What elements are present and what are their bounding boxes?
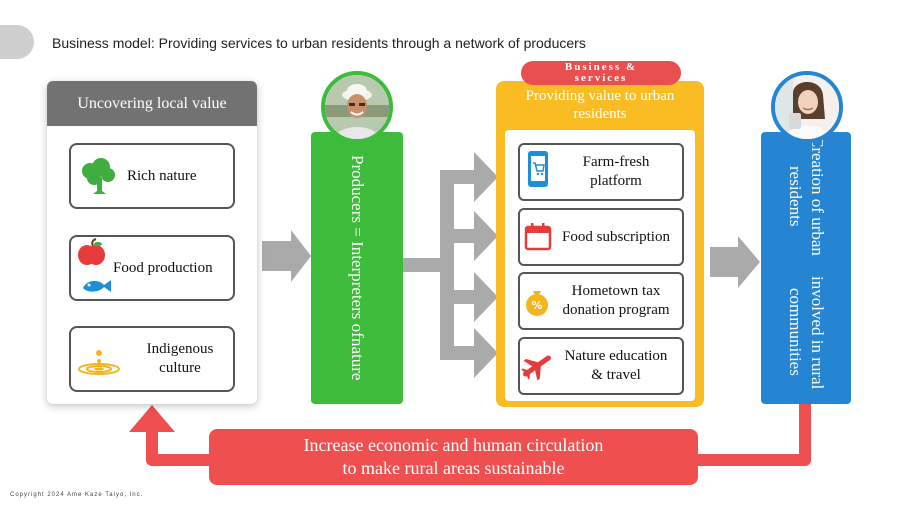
airplane-icon	[521, 355, 551, 381]
hometown-tax-line1: Hometown tax	[571, 283, 661, 299]
producer-photo	[325, 75, 389, 139]
svg-text:%: %	[531, 299, 542, 312]
nature-education-box: Nature education & travel	[518, 337, 684, 395]
farm-fresh-line1: Farm-fresh	[582, 154, 650, 170]
rich-nature-label: Rich nature	[127, 167, 197, 184]
nature-education-line1: Nature education	[564, 348, 668, 364]
badge-line2: services	[574, 72, 628, 84]
calendar-icon	[524, 223, 552, 251]
arrow-to-producers	[262, 230, 311, 282]
slide-title: Business model: Providing services to ur…	[52, 35, 586, 51]
producers-line1: Producers = Interpreters of	[348, 155, 367, 339]
indigenous-culture-line1: Indigenous	[146, 341, 214, 357]
copyright-text: Copyright 2024 Ame Kaze Taiyo, Inc.	[10, 492, 144, 498]
money-bag-icon: %	[526, 291, 548, 316]
urban-line2: involved in rural communities	[786, 275, 827, 390]
food-production-box: Food production	[69, 235, 235, 301]
urban-residents-column: Creation of urban residents involved in …	[761, 132, 851, 404]
branch-arrows	[403, 152, 498, 378]
urban-line1: Creation of urban residents	[786, 136, 827, 257]
rich-nature-box: Rich nature	[69, 143, 235, 209]
business-services-badge: Business & services	[521, 61, 681, 85]
farm-fresh-platform-box: Farm-fresh platform	[518, 143, 684, 201]
indigenous-culture-label: Indigenous culture	[127, 340, 233, 378]
slide-tab-marker	[0, 25, 34, 59]
hometown-tax-label: Hometown tax donation program	[554, 282, 682, 320]
nature-education-label: Nature education & travel	[554, 347, 682, 385]
circulation-banner: Increase economic and human circulation …	[209, 429, 698, 485]
indigenous-culture-line2: culture	[159, 360, 201, 376]
hometown-tax-line2: donation program	[562, 302, 670, 318]
apple-fish-icon	[78, 238, 111, 292]
indigenous-culture-box: Indigenous culture	[69, 326, 235, 392]
local-value-header: Uncovering local value	[47, 81, 257, 126]
loop-arrow-head	[129, 405, 175, 432]
arrow-to-urban	[710, 236, 760, 288]
producer-avatar	[321, 71, 393, 143]
circulation-line2: to make rural areas sustainable	[342, 458, 565, 478]
services-title: Providing value to urban residents	[500, 87, 700, 123]
farm-fresh-label: Farm-fresh platform	[554, 153, 682, 191]
services-title-line1: Providing value to urban	[525, 88, 675, 104]
producers-line2: nature	[348, 338, 367, 381]
nature-education-line2: & travel	[591, 367, 641, 383]
farm-fresh-line2: platform	[590, 173, 642, 189]
food-production-label: Food production	[113, 259, 213, 276]
food-subscription-label: Food subscription	[562, 228, 670, 245]
services-title-line2: residents	[573, 106, 627, 122]
hometown-tax-box: % Hometown tax donation program	[518, 272, 684, 330]
resident-photo	[775, 75, 839, 139]
tree-icon	[82, 158, 115, 194]
circulation-line1: Increase economic and human circulation	[303, 435, 604, 455]
food-subscription-box: Food subscription	[518, 208, 684, 266]
resident-avatar	[771, 71, 843, 143]
producers-column: Producers = Interpreters of nature	[311, 132, 403, 404]
badge-line1: Business &	[564, 61, 638, 73]
smartphone-cart-icon	[528, 151, 548, 187]
ripple-icon	[78, 350, 120, 375]
